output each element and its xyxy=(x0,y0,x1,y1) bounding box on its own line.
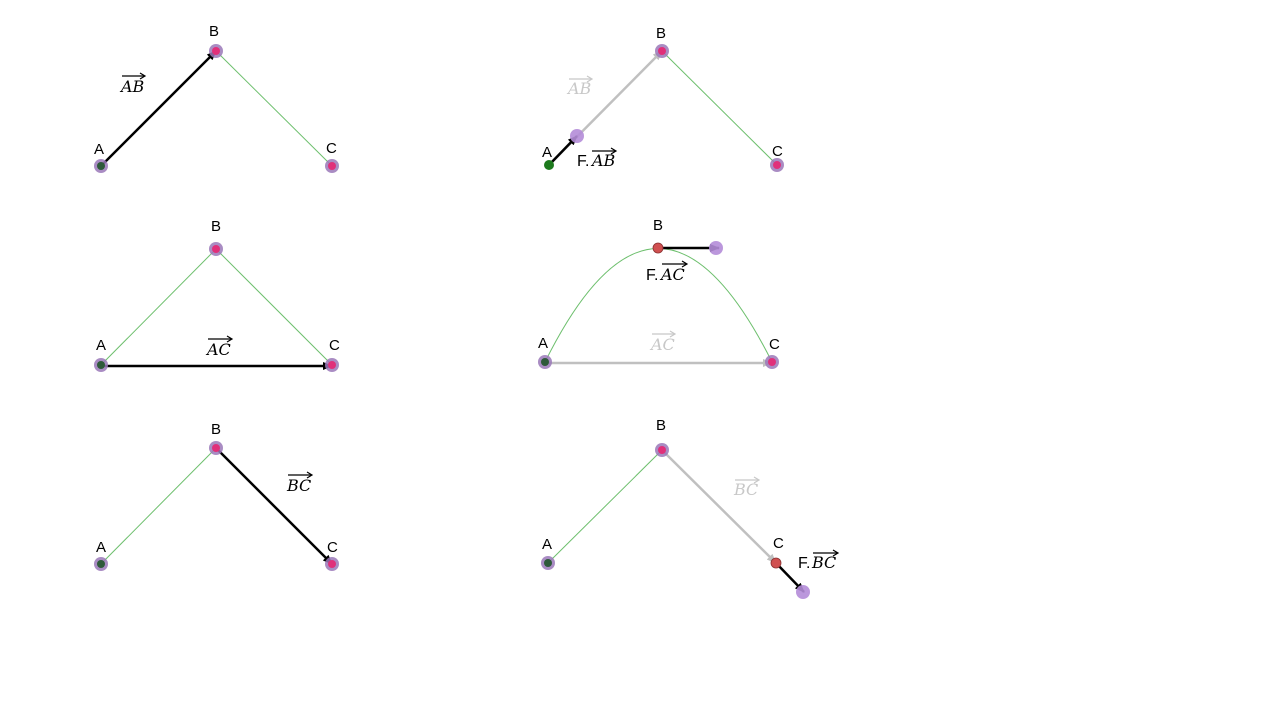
point-a-label: A xyxy=(542,536,552,553)
point-b[interactable] xyxy=(209,242,223,256)
path-segment-ab xyxy=(547,449,663,564)
force-handle[interactable] xyxy=(570,129,584,143)
svg-text:AC: AC xyxy=(659,265,685,284)
force-handle[interactable] xyxy=(796,585,810,599)
point-a-label: A xyxy=(542,144,552,161)
svg-text:F.: F. xyxy=(646,267,658,284)
point-c[interactable] xyxy=(325,557,339,571)
point-c[interactable] xyxy=(770,158,784,172)
vector-ac-faded-label: AC xyxy=(649,330,677,354)
panel-bc-left: BC A B C xyxy=(94,421,339,571)
svg-text:AB: AB xyxy=(590,151,616,170)
panel-bc-right: BC F. BC A B C xyxy=(541,417,840,599)
point-a[interactable] xyxy=(94,557,108,571)
point-b[interactable] xyxy=(655,443,669,457)
path-segment-bc xyxy=(215,50,333,167)
point-a-label: A xyxy=(96,539,106,556)
point-a[interactable] xyxy=(538,355,552,369)
path-segment-bc xyxy=(215,248,333,366)
point-a-label: A xyxy=(96,337,106,354)
vector-ac-label: AC xyxy=(205,335,234,359)
point-c[interactable] xyxy=(770,557,782,569)
svg-text:BC: BC xyxy=(733,480,758,499)
path-segment-ab xyxy=(100,248,217,366)
point-a[interactable] xyxy=(94,159,108,173)
path-segment-bc xyxy=(661,50,778,166)
panel-ac-right: AC F. AC A B C xyxy=(538,217,780,369)
point-b-label: B xyxy=(211,218,221,235)
point-b[interactable] xyxy=(652,242,664,254)
svg-text:AB: AB xyxy=(119,77,145,96)
svg-text:AB: AB xyxy=(566,79,592,98)
vector-bc-arrow xyxy=(215,447,333,565)
vector-ab-arrow xyxy=(100,50,217,167)
point-c[interactable] xyxy=(765,355,779,369)
point-c[interactable] xyxy=(325,358,339,372)
svg-text:F.: F. xyxy=(798,555,810,572)
point-c-label: C xyxy=(769,336,780,353)
svg-text:AC: AC xyxy=(205,340,231,359)
point-b-label: B xyxy=(653,217,663,234)
vector-ab-faded-label: AB xyxy=(566,75,594,98)
point-b-label: B xyxy=(211,421,221,438)
point-c-label: C xyxy=(327,539,338,556)
point-c-label: C xyxy=(773,535,784,552)
point-c-label: C xyxy=(772,143,783,160)
vector-bc-faded-label: BC xyxy=(733,476,761,499)
panel-ab-right: AB F. AB A B C xyxy=(542,25,784,172)
vector-ab-label: AB xyxy=(119,72,147,96)
point-a-label: A xyxy=(538,335,548,352)
panel-ab-left: AB A B C xyxy=(94,23,339,173)
point-c-label: C xyxy=(326,140,337,157)
point-c[interactable] xyxy=(325,159,339,173)
path-segment-ab xyxy=(100,447,217,565)
vector-bc-faded-arrow xyxy=(661,449,777,564)
point-b-label: B xyxy=(656,25,666,42)
force-ac-label: F. AC xyxy=(646,260,689,284)
vector-bc-label: BC xyxy=(286,471,314,495)
force-ab-label: F. AB xyxy=(577,147,618,170)
point-b[interactable] xyxy=(655,44,669,58)
svg-text:BC: BC xyxy=(286,476,311,495)
point-a[interactable] xyxy=(94,358,108,372)
force-bc-label: F. BC xyxy=(798,549,840,572)
point-a[interactable] xyxy=(544,160,554,170)
force-handle[interactable] xyxy=(709,241,723,255)
svg-text:AC: AC xyxy=(649,335,675,354)
panel-ac-left: AC A B C xyxy=(94,218,340,372)
svg-text:BC: BC xyxy=(811,553,836,572)
point-c-label: C xyxy=(329,337,340,354)
point-b-label: B xyxy=(209,23,219,40)
point-a[interactable] xyxy=(541,556,555,570)
point-b-label: B xyxy=(656,417,666,434)
point-b[interactable] xyxy=(209,441,223,455)
point-b[interactable] xyxy=(209,44,223,58)
point-a-label: A xyxy=(94,141,104,158)
svg-text:F.: F. xyxy=(577,153,589,170)
